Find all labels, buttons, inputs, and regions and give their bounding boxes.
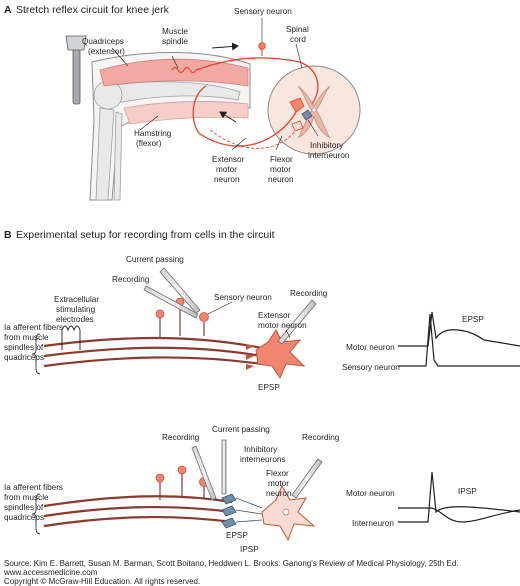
label-epsp-cell-bottom: EPSP <box>226 531 248 540</box>
recording-electrode-bottom-2 <box>291 458 323 499</box>
trace-ipsp-title: IPSP <box>458 487 477 496</box>
trace-epsp-title: EPSP <box>462 315 484 324</box>
setup-top: Current passing Recording Sensory neuron… <box>4 255 328 392</box>
label-current-passing-bottom: Current passing <box>212 425 270 434</box>
flexor-motor-neuron-a <box>291 120 304 132</box>
muscle-spindle-coil <box>171 66 197 74</box>
inhibitory-interneurons <box>221 493 263 529</box>
label-sensory-neuron: Sensory neuron <box>234 7 292 16</box>
trace-interneuron <box>398 471 520 523</box>
sensory-fiber <box>195 57 319 105</box>
label-flexor-motor: motor <box>270 165 291 174</box>
label-recording-top-1: Recording <box>112 275 150 284</box>
label-extensor-motor-top: motor neuron <box>258 321 307 330</box>
footer-url[interactable]: www.accessmedicine.com <box>4 568 98 577</box>
footer-source: Source: Kim E. Barrett, Susan M. Barman,… <box>4 559 459 568</box>
quadriceps-muscle <box>99 58 249 87</box>
label-extracellular: Extracellular <box>54 295 99 304</box>
panel-b: B Experimental setup for recording from … <box>4 229 520 554</box>
panel-a: A Stretch reflex circuit for knee jerk <box>4 4 361 201</box>
label-hamstring-sub: (flexor) <box>136 139 162 148</box>
recording-electrode-bottom-1 <box>191 445 217 501</box>
label-interneuron: interneuron <box>308 151 350 160</box>
ia-fiber-3 <box>43 356 263 368</box>
label-cord: cord <box>290 35 306 44</box>
label-recording-bottom-2: Recording <box>302 433 340 442</box>
leg-illustration <box>89 51 251 201</box>
trace-label-sensory: Sensory neuron <box>342 363 400 372</box>
efferent-arrow <box>219 111 237 123</box>
label-flexor-b: Flexor <box>266 469 289 478</box>
sensory-cells <box>155 297 209 338</box>
ia-fiber-b3 <box>43 515 233 528</box>
label-extensor: Extensor <box>212 155 245 164</box>
label-recording-bottom-1: Recording <box>162 433 200 442</box>
inhibitory-interneuron-a <box>301 109 313 121</box>
setup-bottom: Recording Current passing Inhibitory int… <box>4 425 340 554</box>
recording-electrode-top-1 <box>143 285 199 319</box>
label-quadriceps: Quadriceps <box>82 37 124 46</box>
trace-label-motor-epsp: Motor neuron <box>346 343 395 352</box>
label-spinal: Spinal <box>286 25 309 34</box>
sensory-cells-bottom <box>155 465 209 500</box>
label-ia-top-1: Ia afferent fibers <box>4 323 63 332</box>
trace-ipsp: IPSP Motor neuron Interneuron <box>346 471 520 528</box>
label-recording-top-2: Recording <box>290 289 328 298</box>
ia-fiber-1 <box>43 336 263 350</box>
reflex-hammer-icon <box>65 35 87 105</box>
current-electrode-bottom <box>221 439 227 495</box>
spinal-cord-section <box>267 65 361 155</box>
label-flexor-motor-b: motor <box>268 479 289 488</box>
extensor-motor-neuron <box>289 97 305 113</box>
trace-label-motor-ipsp: Motor neuron <box>346 489 395 498</box>
label-interneurons-b: interneurons <box>240 455 286 464</box>
label-extensor-top: Extensor <box>258 311 291 320</box>
label-extensor-neuron: neuron <box>214 175 240 184</box>
label-ia-top-2: from muscle <box>4 333 49 342</box>
footer-copyright: Copyright © McGraw-Hill Education. All r… <box>4 577 201 586</box>
ia-fiber-b1 <box>43 495 233 508</box>
extensor-motor-neuron-b <box>255 329 306 380</box>
panel-a-title: Stretch reflex circuit for knee jerk <box>16 4 170 16</box>
label-ia-bottom-1: Ia afferent fibers <box>4 483 63 492</box>
stimulating-electrode-icon <box>61 325 81 350</box>
label-ia-bottom-2: from muscle <box>4 493 49 502</box>
label-quadriceps-sub: (extensor) <box>88 47 125 56</box>
label-ia-bottom-4: quadriceps <box>4 513 44 522</box>
label-extensor-motor: motor <box>216 165 237 174</box>
label-sensory-neuron-top: Sensory neuron <box>214 293 272 302</box>
label-inhibitory: Inhibitory <box>310 141 344 150</box>
panel-b-title: Experimental setup for recording from ce… <box>16 229 275 241</box>
trace-epsp: EPSP Motor neuron Sensory neuron <box>342 311 520 372</box>
label-inhibitory-b: Inhibitory <box>244 445 278 454</box>
panel-a-letter: A <box>4 4 12 16</box>
label-ipsp-cell: IPSP <box>240 545 259 554</box>
ia-fiber-b2 <box>43 505 233 518</box>
label-ia-top-3: spindles of <box>4 343 44 352</box>
label-ia-bottom-3: spindles of <box>4 503 44 512</box>
label-electrodes: electrodes <box>56 315 94 324</box>
label-current-passing-top: Current passing <box>126 255 184 264</box>
label-flexor: Flexor <box>270 155 293 164</box>
ia-fiber-2 <box>43 346 263 358</box>
label-stimulating: stimulating <box>56 305 96 314</box>
label-epsp-cell-top: EPSP <box>258 383 280 392</box>
extensor-motor-fiber <box>192 85 297 147</box>
afferent-arrow <box>211 42 239 51</box>
label-hamstring: Hamstring <box>134 129 172 138</box>
trace-sensory-epsp <box>398 313 520 367</box>
label-muscle: Muscle <box>162 27 188 36</box>
trace-label-interneuron: Interneuron <box>352 519 394 528</box>
label-flexor-neuron: neuron <box>268 175 294 184</box>
trace-motor-epsp <box>398 311 520 347</box>
panel-b-letter: B <box>4 229 12 241</box>
label-ia-top-4: quadriceps <box>4 353 44 362</box>
label-spindle: spindle <box>162 37 188 46</box>
label-flexor-neuron-b: neuron <box>266 489 292 498</box>
sensory-ganglion <box>258 42 266 50</box>
